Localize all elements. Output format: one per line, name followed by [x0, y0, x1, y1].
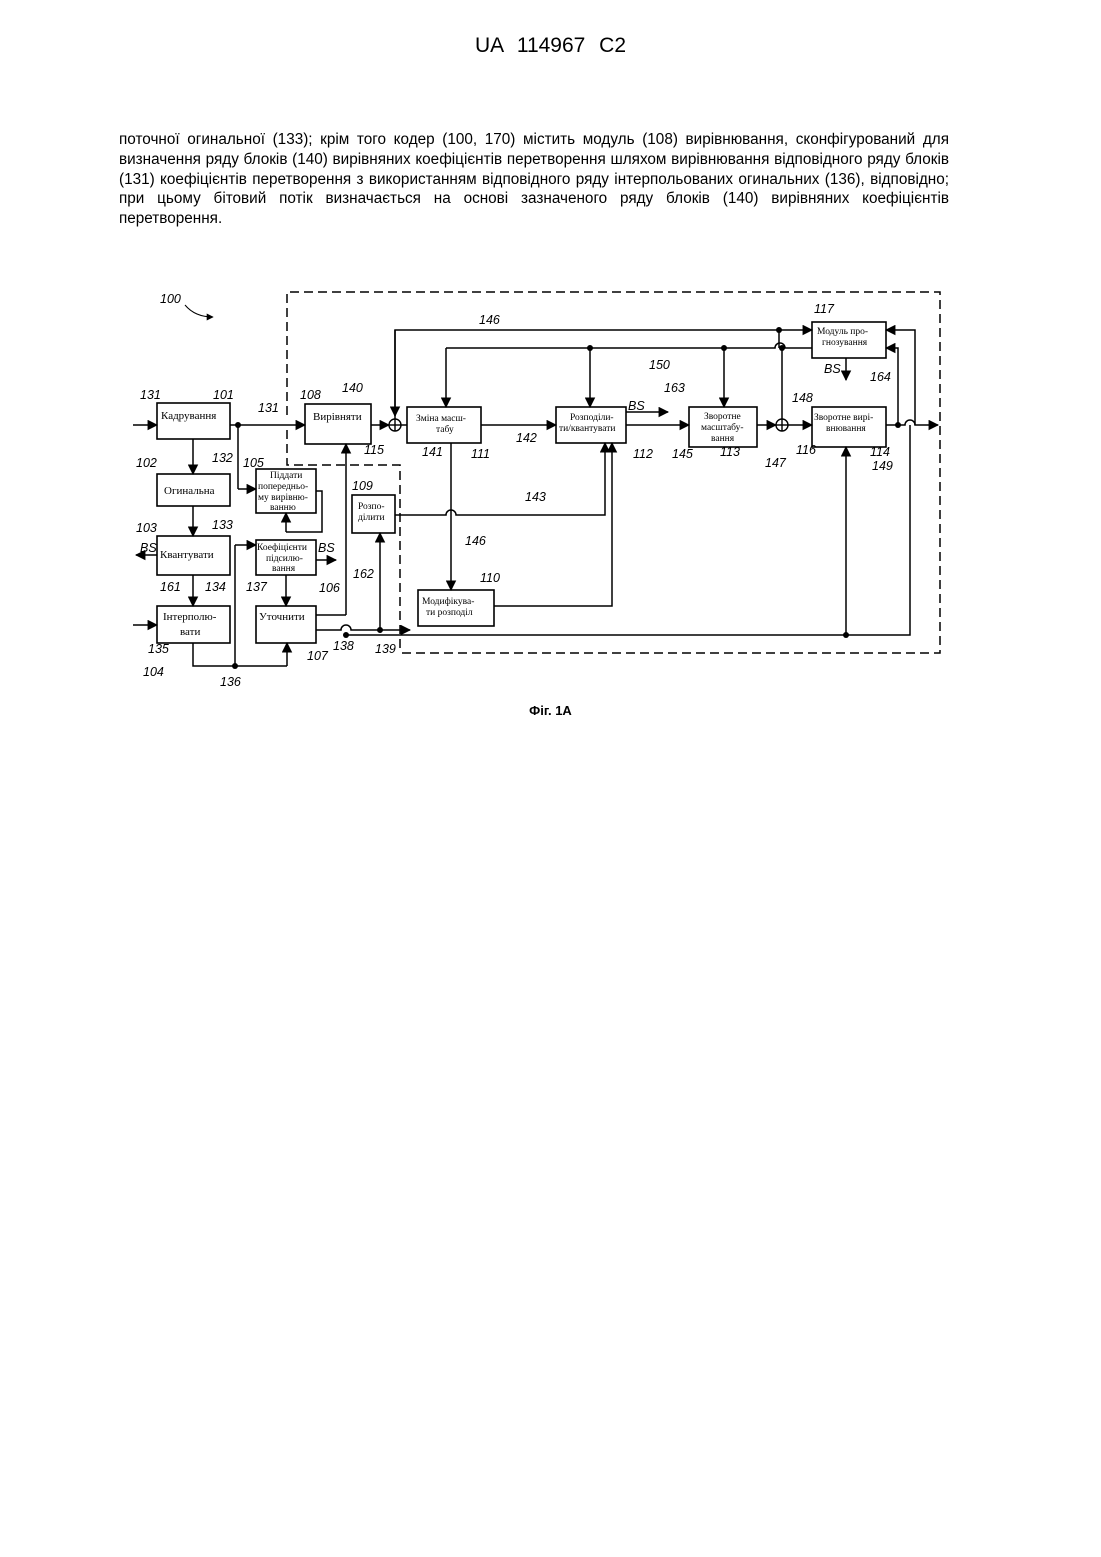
prediction-label-2: гнозування	[822, 338, 868, 348]
modify-distribution-label-1: Модифікува-	[422, 596, 474, 607]
inverse-flatten-label-2: внювання	[826, 424, 866, 434]
inverse-rescale-label-3: вання	[711, 434, 735, 444]
inverse-rescale-label-1: Зворотне	[704, 412, 741, 422]
inverse-flatten-label-1: Зворотне вирі-	[814, 413, 873, 423]
distribute-quantize-label-2: ти/квантувати	[559, 424, 616, 434]
gain-coef-label-1: Коефіцієнти	[257, 542, 307, 553]
interpolate-label-2: вати	[180, 626, 200, 638]
svg-text:141: 141	[422, 445, 443, 459]
rescale-label-2: табу	[436, 424, 454, 435]
inverse-rescale-label-2: масштабу-	[701, 422, 744, 433]
envelope-label: Огинальна	[164, 485, 215, 497]
svg-text:109: 109	[352, 479, 373, 493]
modify-distribution-label-2: ти розподіл	[426, 608, 473, 618]
svg-text:100: 100	[160, 292, 181, 306]
svg-text:139: 139	[375, 642, 396, 656]
svg-text:162: 162	[353, 567, 374, 581]
svg-text:161: 161	[160, 580, 181, 594]
svg-text:BS: BS	[318, 541, 335, 555]
prediction-label-1: Модуль про-	[817, 327, 868, 337]
framing-label: Кадрування	[161, 410, 216, 422]
svg-text:131: 131	[258, 401, 279, 415]
refine-label: Уточнити	[259, 611, 305, 623]
distribute-quantize-label-1: Розподіли-	[570, 413, 614, 423]
svg-text:147: 147	[765, 456, 787, 470]
figure-caption: Фіг. 1А	[0, 703, 1101, 718]
junction-dots	[232, 327, 901, 669]
svg-text:143: 143	[525, 490, 546, 504]
pre-flatten-label-1: Піддати	[270, 471, 302, 481]
svg-text:133: 133	[212, 518, 233, 532]
svg-text:149: 149	[872, 459, 893, 473]
svg-text:140: 140	[342, 381, 363, 395]
svg-text:134: 134	[205, 580, 226, 594]
svg-text:135: 135	[148, 642, 169, 656]
svg-text:136: 136	[220, 675, 241, 689]
svg-text:115: 115	[364, 443, 384, 457]
svg-text:145: 145	[672, 447, 693, 461]
svg-text:111: 111	[471, 447, 490, 461]
svg-text:108: 108	[300, 388, 321, 402]
gain-coef-label-3: вання	[272, 564, 296, 574]
svg-text:116: 116	[796, 443, 816, 457]
svg-text:101: 101	[213, 388, 234, 402]
svg-text:113: 113	[720, 445, 740, 459]
svg-text:BS: BS	[140, 541, 157, 555]
svg-text:132: 132	[212, 451, 233, 465]
svg-text:BS: BS	[628, 399, 645, 413]
svg-text:BS: BS	[824, 362, 841, 376]
svg-text:106: 106	[319, 581, 340, 595]
svg-text:164: 164	[870, 370, 891, 384]
svg-text:163: 163	[664, 381, 685, 395]
svg-text:146: 146	[479, 313, 500, 327]
distribute-label-2: ділити	[358, 513, 385, 523]
svg-text:110: 110	[480, 571, 500, 585]
svg-text:112: 112	[633, 447, 653, 461]
interpolate-label-1: Інтерполю-	[163, 611, 217, 623]
distribute-label-1: Розпо-	[358, 502, 385, 512]
svg-text:146: 146	[465, 534, 486, 548]
svg-text:148: 148	[792, 391, 813, 405]
rescale-label-1: Зміна масш-	[416, 414, 466, 424]
svg-text:102: 102	[136, 456, 157, 470]
svg-text:131: 131	[140, 388, 161, 402]
pre-flatten-label-3: му вирівню-	[258, 493, 308, 503]
svg-text:138: 138	[333, 639, 354, 653]
svg-text:142: 142	[516, 431, 537, 445]
svg-text:105: 105	[243, 456, 264, 470]
svg-text:103: 103	[136, 521, 157, 535]
svg-text:114: 114	[870, 445, 890, 459]
pre-flatten-label-2: попередньо-	[258, 482, 308, 492]
svg-text:150: 150	[649, 358, 670, 372]
svg-text:104: 104	[143, 665, 164, 679]
pre-flatten-label-4: ванню	[270, 503, 296, 513]
svg-text:107: 107	[307, 649, 329, 663]
quantize-label: Квантувати	[160, 549, 214, 561]
reference-numerals: 100 101 102 103 104 105 106 107 108 109 …	[136, 292, 893, 689]
flatten-label: Вирівняти	[313, 411, 362, 423]
svg-text:137: 137	[246, 580, 268, 594]
flatten-block	[305, 404, 371, 444]
svg-text:117: 117	[814, 302, 835, 316]
gain-coef-label-2: підсилю-	[266, 554, 303, 564]
block-labels: Кадрування Огинальна Квантувати Інтерпол…	[160, 327, 873, 638]
